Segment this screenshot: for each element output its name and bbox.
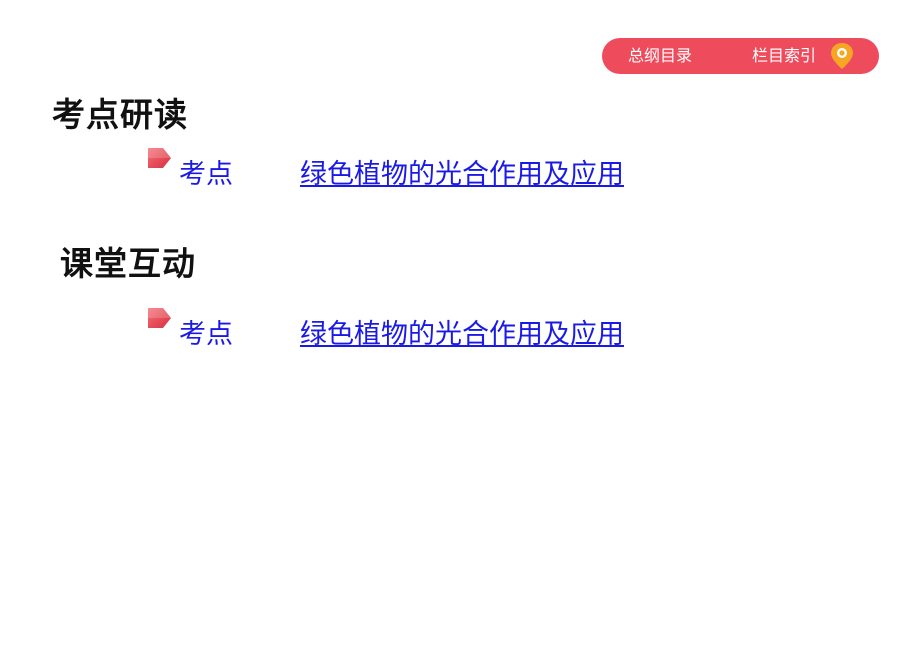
topic-row: 考点 绿色植物的光合作用及应用	[146, 147, 706, 190]
outline-button[interactable]: 总纲目录	[628, 46, 693, 65]
topic-name: 绿色植物的光合作用及应用	[300, 319, 624, 350]
section-index-button[interactable]: 栏目索引	[752, 46, 817, 65]
topic-link[interactable]: 考点 绿色植物的光合作用及应用	[179, 152, 624, 191]
topic-name: 绿色植物的光合作用及应用	[300, 159, 624, 190]
topic-link[interactable]: 考点 绿色植物的光合作用及应用	[179, 312, 624, 351]
topic-label: 考点	[179, 159, 233, 190]
section-title-study: 考点研读	[52, 95, 188, 134]
location-pin-icon[interactable]	[828, 41, 856, 71]
topic-label: 考点	[179, 319, 233, 350]
red-arrow-bullet-icon	[148, 308, 171, 328]
topic-row: 考点 绿色植物的光合作用及应用	[146, 307, 706, 350]
nav-bar: 总纲目录 栏目索引	[602, 38, 879, 74]
red-arrow-bullet-icon	[148, 148, 171, 168]
section-title-classroom: 课堂互动	[60, 244, 196, 283]
